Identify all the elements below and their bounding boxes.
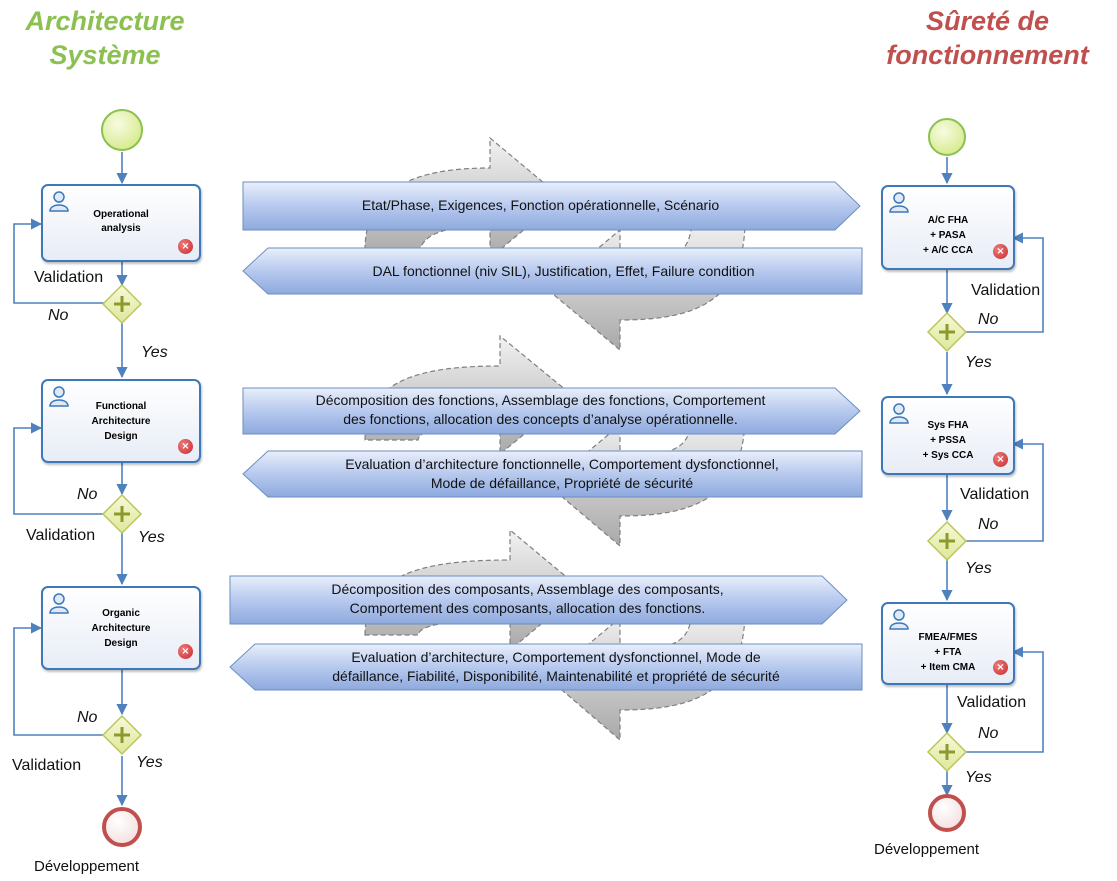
exchange-arrows-1 <box>364 136 746 352</box>
validation-label-right-1: Validation <box>971 282 1041 299</box>
user-icon <box>889 192 909 213</box>
band-text-1-right: Etat/Phase, Exigences, Fonction opératio… <box>361 197 720 213</box>
validation-label-left-2: Validation <box>26 527 96 544</box>
right-column-title: Sûreté de fonctionnement <box>886 6 1089 70</box>
band-text-3-left: Evaluation d’architecture, Comportement … <box>332 649 780 684</box>
band-text-2-right: Décomposition des fonctions, Assemblage … <box>315 392 766 427</box>
validation-label-right-2: Validation <box>960 486 1030 503</box>
no-label-left-1: No <box>48 307 69 324</box>
user-icon <box>889 609 909 630</box>
end-label-left: Développement <box>34 858 140 875</box>
no-label-right-3: No <box>978 725 999 742</box>
task-operational-analysis: Operational analysis × <box>41 184 201 262</box>
error-icon: × <box>993 244 1008 259</box>
task-label: Functional Architecture Design <box>91 401 151 442</box>
error-icon: × <box>993 452 1008 467</box>
error-icon: × <box>993 660 1008 675</box>
no-label-right-2: No <box>978 516 999 533</box>
band-arrow-1-right <box>242 181 861 231</box>
user-icon <box>49 191 69 212</box>
validation-label-left-1: Validation <box>34 269 104 286</box>
gateway-plus-icons <box>114 296 955 760</box>
band-arrow-2-left <box>242 450 863 498</box>
band-text-2-left: Evaluation d’architecture fonctionnelle,… <box>345 456 779 491</box>
yes-label-right-2: Yes <box>965 560 992 577</box>
no-label-left-2: No <box>77 486 98 503</box>
error-icon: × <box>178 239 193 254</box>
validation-label-right-3: Validation <box>957 694 1027 711</box>
no-label-left-3: No <box>77 709 98 726</box>
end-event-left <box>102 807 142 847</box>
yes-label-left-3: Yes <box>136 754 163 771</box>
band-arrow-3-right <box>229 575 848 625</box>
task-functional-architecture-design: Functional Architecture Design × <box>41 379 201 463</box>
start-event-right <box>928 118 966 156</box>
task-label: Organic Architecture Design <box>91 608 151 649</box>
yes-label-right-1: Yes <box>965 354 992 371</box>
error-icon: × <box>178 439 193 454</box>
left-column-title: Architecture Système <box>25 6 185 70</box>
task-label: Operational analysis <box>93 209 149 234</box>
band-arrow-1-left <box>242 247 863 295</box>
task-fmea-fmes: FMEA/FMES + FTA + Item CMA × <box>881 602 1015 685</box>
task-label: FMEA/FMES + FTA + Item CMA <box>918 632 978 673</box>
task-label: A/C FHA + PASA + A/C CCA <box>923 215 973 256</box>
user-icon <box>889 403 909 424</box>
task-label: Sys FHA + PSSA + Sys CCA <box>922 420 974 461</box>
yes-label-right-3: Yes <box>965 769 992 786</box>
start-event-left <box>101 109 143 151</box>
task-organic-architecture-design: Organic Architecture Design × <box>41 586 201 670</box>
end-label-right: Développement <box>874 841 980 858</box>
exchange-arrows-3 <box>364 528 746 742</box>
band-text-1-left: DAL fonctionnel (niv SIL), Justification… <box>372 263 755 279</box>
user-icon <box>49 386 69 407</box>
band-text-3-right: Décomposition des composants, Assemblage… <box>331 581 724 616</box>
band-arrow-2-right <box>242 387 861 435</box>
band-arrow-3-left <box>229 643 863 691</box>
yes-label-left-2: Yes <box>138 529 165 546</box>
error-icon: × <box>178 644 193 659</box>
user-icon <box>49 593 69 614</box>
validation-label-left-3: Validation <box>12 757 82 774</box>
task-ac-fha: A/C FHA + PASA + A/C CCA × <box>881 185 1015 270</box>
no-label-right-1: No <box>978 311 999 328</box>
exchange-arrows-2 <box>364 334 746 548</box>
yes-label-left-1: Yes <box>141 344 168 361</box>
task-sys-fha: Sys FHA + PSSA + Sys CCA × <box>881 396 1015 475</box>
end-event-right <box>928 794 966 832</box>
